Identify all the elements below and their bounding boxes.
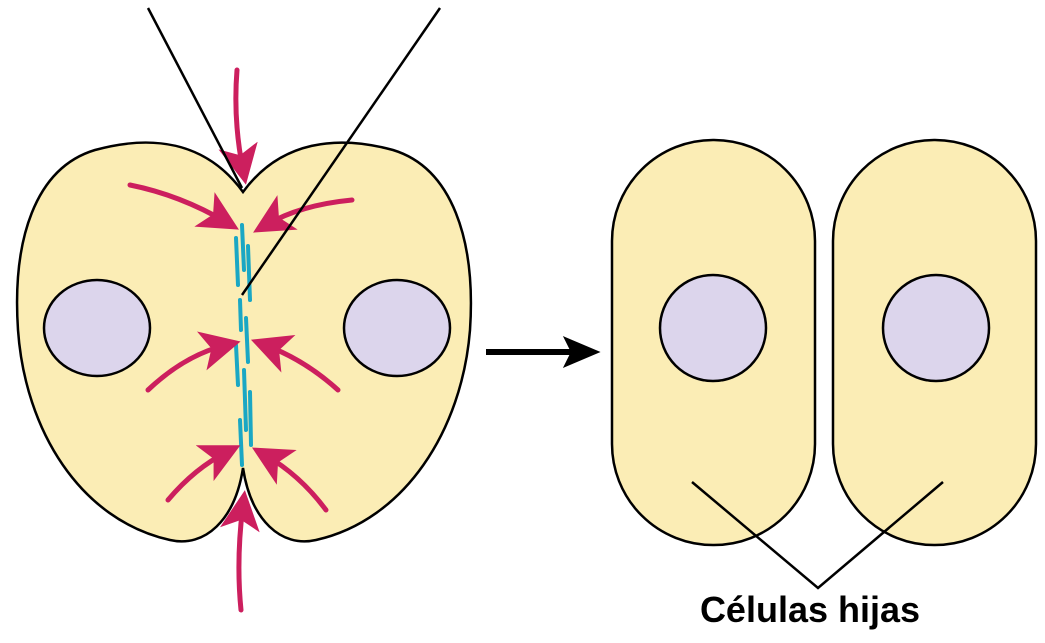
daughter-left-nucleus: [660, 275, 766, 381]
dividing-cell: [17, 70, 471, 610]
daughter-cells-label: Células hijas: [690, 590, 930, 630]
arrow-right-icon: [486, 338, 598, 366]
arrow-top: [236, 70, 243, 170]
daughter-cell-right: [833, 140, 1036, 545]
right-nucleus: [344, 280, 450, 376]
daughter-cell-left: [612, 140, 815, 545]
left-nucleus: [44, 280, 150, 376]
arrow-bottom: [239, 505, 243, 610]
daughter-right-nucleus: [883, 275, 989, 381]
